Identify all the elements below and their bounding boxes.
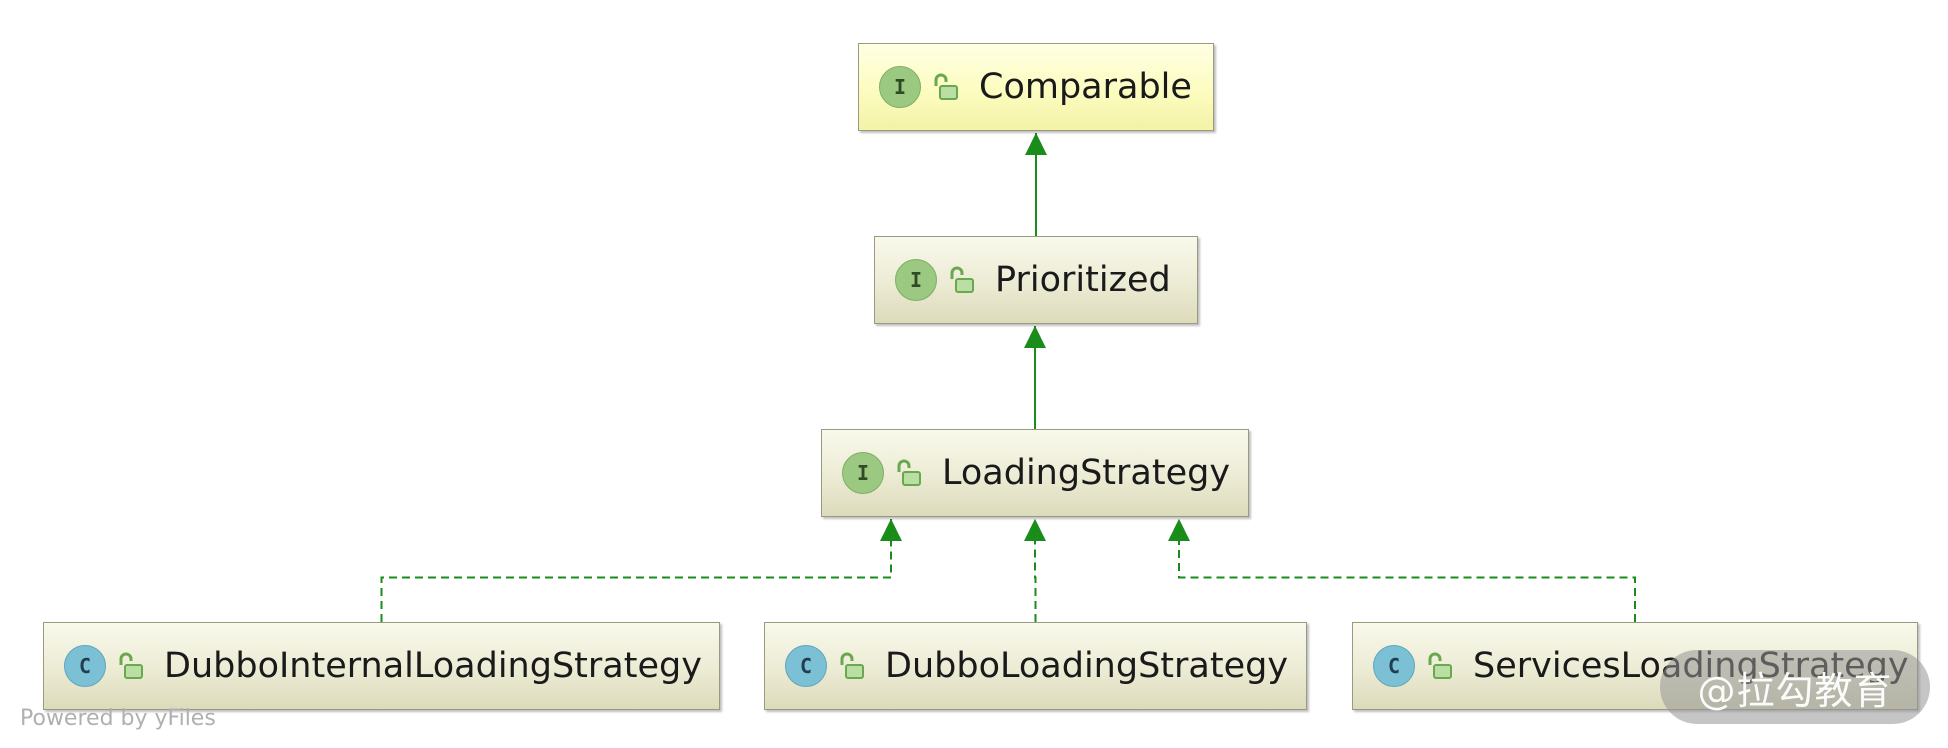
unlocked-padlock-icon — [950, 266, 974, 293]
unlocked-padlock-icon — [840, 652, 864, 679]
class-badge-icon: C — [1373, 645, 1415, 687]
node-label: Comparable — [979, 67, 1192, 107]
arrowhead — [1168, 519, 1190, 541]
edge-services-loading-strategy-to-loading-strategy — [1173, 519, 1636, 622]
node-label: LoadingStrategy — [942, 453, 1231, 493]
arrowhead — [1025, 133, 1047, 155]
node-prioritized[interactable]: I Prioritized — [874, 236, 1198, 324]
interface-badge-icon: I — [842, 452, 884, 494]
arrowhead — [1024, 326, 1046, 348]
watermark: @拉勾教育 — [1660, 650, 1930, 724]
arrowhead — [880, 519, 902, 541]
class-badge-icon: C — [785, 645, 827, 687]
interface-badge-icon: I — [879, 66, 921, 108]
node-dubbo-loading-strategy[interactable]: C DubboLoadingStrategy — [764, 622, 1307, 710]
arrowhead — [1024, 519, 1046, 541]
class-badge-icon: C — [64, 645, 106, 687]
node-comparable[interactable]: I Comparable — [858, 43, 1214, 131]
edge-dubbo-loading-strategy-to-loading-strategy — [1029, 519, 1041, 622]
node-dubbo-internal-loading-strategy[interactable]: C DubboInternalLoadingStrategy — [43, 622, 720, 710]
unlocked-padlock-icon — [897, 459, 921, 486]
unlocked-padlock-icon — [1428, 652, 1452, 679]
unlocked-padlock-icon — [119, 652, 143, 679]
node-label: Prioritized — [995, 260, 1171, 300]
node-label: DubboInternalLoadingStrategy — [164, 646, 702, 686]
powered-by-footer: Powered by yFiles — [20, 706, 216, 731]
node-label: DubboLoadingStrategy — [885, 646, 1289, 686]
unlocked-padlock-icon — [934, 73, 958, 100]
interface-badge-icon: I — [895, 259, 937, 301]
edge-dubbo-internal-loading-strategy-to-loading-strategy — [380, 519, 897, 622]
node-loading-strategy[interactable]: I LoadingStrategy — [821, 429, 1249, 517]
